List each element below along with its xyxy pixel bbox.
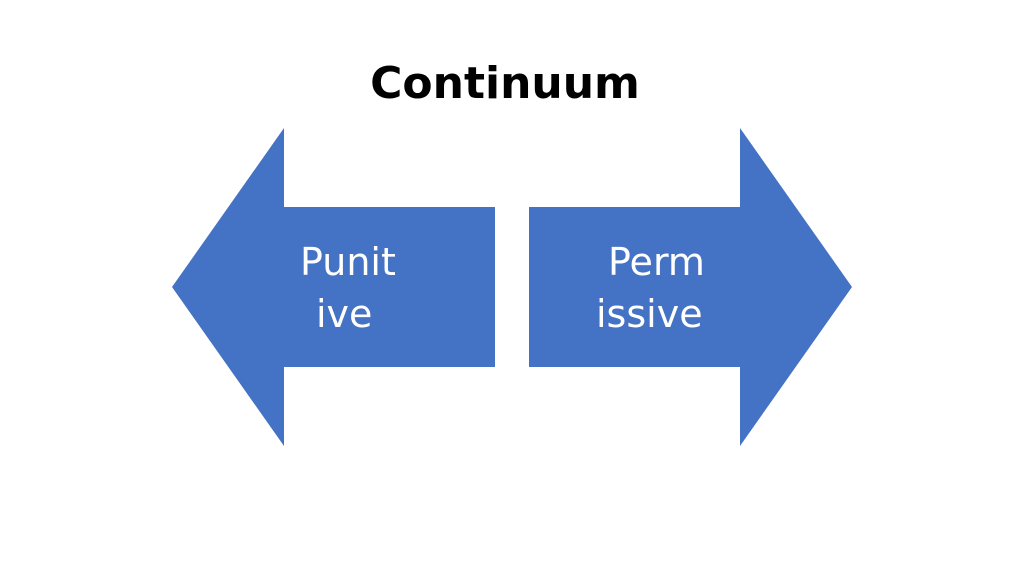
slide-title: Continuum	[370, 58, 640, 109]
left-arrow-label-line-2: ive	[316, 292, 373, 336]
left-arrow-label-line-1: Punit	[300, 240, 396, 284]
left-arrow-shape	[172, 128, 495, 446]
left-arrow-label: Punit ive	[300, 236, 440, 340]
right-arrow-label-line-2: issive	[596, 292, 703, 336]
right-arrow-label-line-1: Perm	[608, 240, 705, 284]
right-arrow-shape	[529, 128, 852, 446]
right-arrow-label: Perm issive	[596, 236, 756, 340]
